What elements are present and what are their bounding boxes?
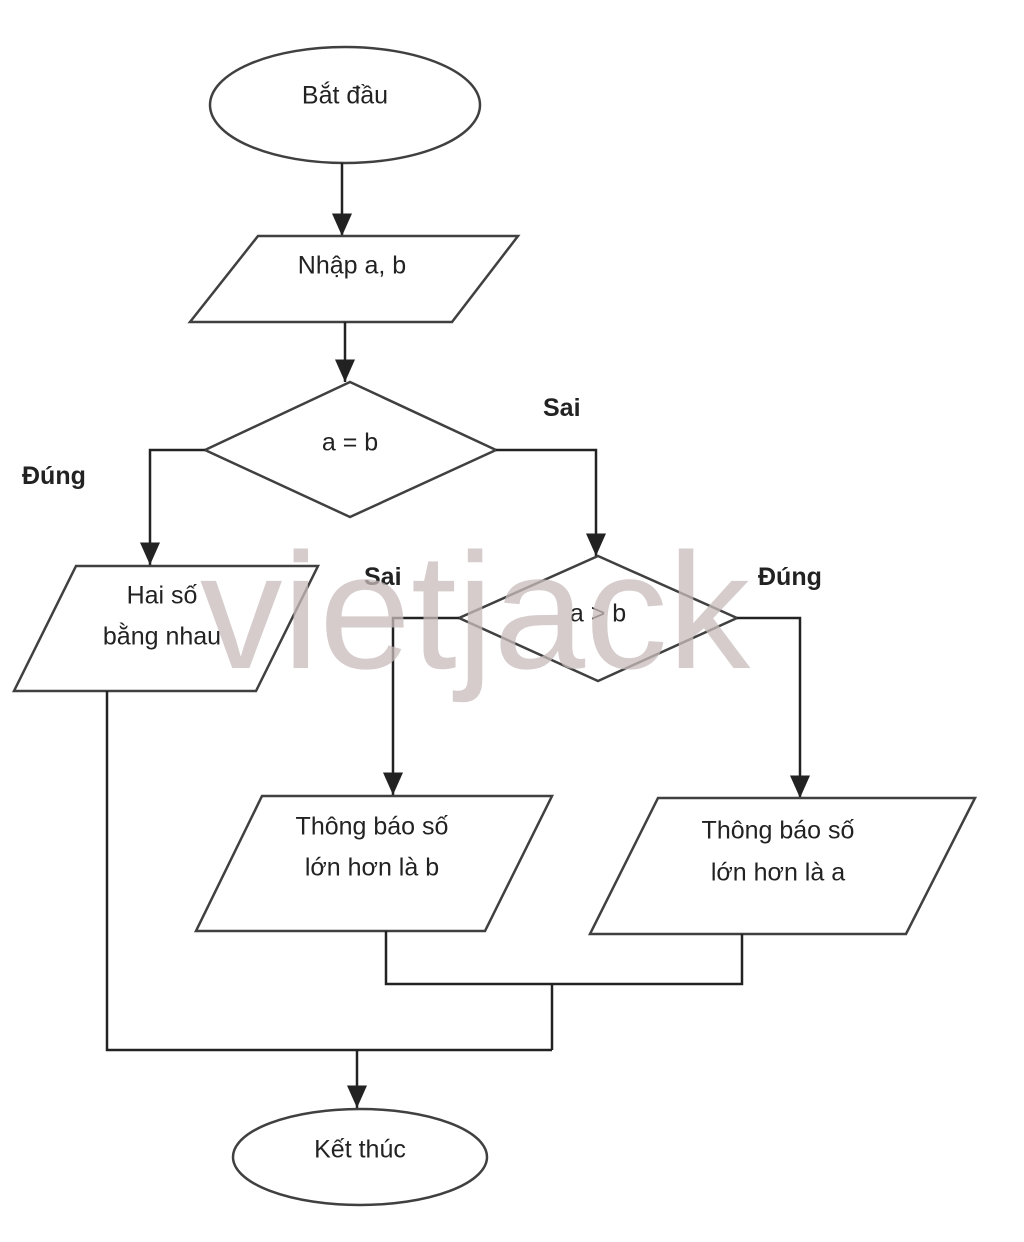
equal-false-label: Sai [543, 394, 581, 422]
decision-greater-diamond [455, 554, 741, 683]
edge-equal-false [496, 448, 606, 556]
output-a-line2: lớn hơn là a [711, 859, 845, 887]
output-a-line1: Thông báo số [702, 817, 855, 845]
equal-output-line2: bằng nhau [103, 622, 221, 651]
end-terminal [231, 1107, 489, 1207]
end-label: Kết thúc [314, 1136, 406, 1164]
output-b-line1: Thông báo số [296, 813, 449, 841]
watermark-text: vietjack [200, 519, 751, 703]
output-b-parallelogram [193, 794, 555, 933]
edge-equal-true [140, 448, 205, 565]
edge-greater-false [383, 616, 459, 795]
equal-output-line1: Hai số [127, 582, 198, 610]
decision-equal-diamond [202, 380, 499, 519]
output-b-line2: lớn hơn là b [305, 854, 439, 882]
edge-merge-outputs [384, 931, 744, 986]
edge-equal-output-down [105, 691, 552, 1052]
start-terminal [208, 45, 482, 165]
decision-equal-label: a = b [322, 429, 378, 457]
equal-output-parallelogram [11, 564, 321, 693]
greater-false-label: Sai [364, 563, 402, 591]
decision-greater-label: a > b [570, 600, 626, 628]
input-parallelogram [187, 234, 521, 324]
start-label: Bắt đầu [302, 81, 388, 110]
input-label: Nhập a, b [298, 252, 406, 280]
equal-true-label: Đúng [22, 462, 86, 490]
output-a-parallelogram [587, 796, 978, 936]
greater-true-label: Đúng [758, 563, 822, 591]
edge-greater-true [737, 616, 810, 798]
